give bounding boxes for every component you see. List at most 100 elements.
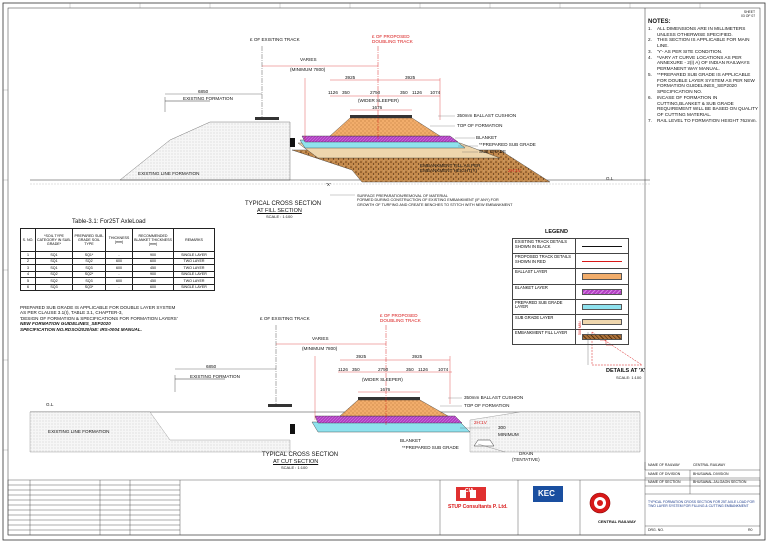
- legend-item: EXISTING TRACK DETAILS SHOWN IN BLACK: [512, 238, 629, 255]
- fill-varies: VARIES: [300, 57, 317, 62]
- fill-ballast-cushion: 350mm BALLAST CUSHION: [457, 113, 517, 118]
- cut-dim-1126: 1126: [338, 367, 348, 372]
- fill-cl-proposed: £ OF PROPOSED DOUBLING TRACK: [372, 34, 413, 45]
- railway-emblem: [589, 492, 611, 514]
- cut-tentative: (TENTATIVE): [512, 457, 540, 462]
- table31-note-line2: AS PER CLAUSE 3.1(I), TABLE 3.1, CHAPTER…: [20, 310, 123, 316]
- cut-dim-1676: 1676: [380, 387, 391, 392]
- notes-title: NOTES:: [648, 19, 671, 25]
- tb-row-value-1: CENTRAL RAILWAY: [693, 463, 726, 467]
- table31-col-soil: *SOIL TYPE CATEGORY IN SUB-GRADE*: [35, 228, 73, 252]
- fill-dim-6850: 6850: [198, 89, 209, 94]
- cut-section-drawing: [29, 325, 641, 453]
- fill-dim-1126b: 1126: [412, 90, 422, 95]
- cut-dim-3925b: 3925: [412, 354, 423, 359]
- legend-label: BALLAST LAYER: [513, 269, 576, 284]
- consultant-name: STUP Consultants P. Ltd.: [448, 504, 508, 510]
- cut-top-of-formation: TOP OF FORMATION: [464, 403, 510, 408]
- fill-cl-existing: £ OF EXISTING TRACK: [250, 37, 300, 42]
- table-cell: 600: [132, 283, 174, 291]
- legend-swatch-existing: [576, 239, 628, 253]
- fill-subtitle: AT FILL SECTION: [257, 208, 302, 214]
- fill-blanket: BLANKET: [476, 135, 497, 140]
- detail-x-scale: SCALE: 1:100: [616, 375, 642, 380]
- note-item: 1.ALL DIMENSIONS ARE IN MILLIMETERS UNLE…: [648, 26, 746, 37]
- sheet-label: SHEET: [743, 10, 756, 14]
- cut-cl-proposed-line2: DOUBLING TRACK: [380, 318, 421, 324]
- legend-swatch-subgrade: [576, 315, 628, 329]
- cut-existing-line-formation: EXISTING LINE FORMATION: [48, 429, 110, 434]
- cut-gl: G.L: [46, 402, 54, 407]
- legend-title: LEGEND: [545, 229, 568, 235]
- fill-varies-min: (MINIMUM 7800): [290, 67, 326, 72]
- cut-varies: VARIES: [312, 336, 329, 341]
- cut-dim-3925a: 3925: [356, 354, 367, 359]
- fill-embankment-line2: EMBANKMENT HEIGHT(Y): [420, 168, 478, 174]
- legend-swatch-embankment: [576, 330, 628, 344]
- fill-dim-1676: 1676: [372, 105, 383, 110]
- tb-row-value-2: BHUSAWAL DIVISION: [693, 472, 729, 476]
- tb-row-label-2: NAME OF DIVISION: [648, 472, 681, 476]
- table31-col-thk: THICKNESS (mm): [105, 228, 133, 252]
- cut-cl-proposed: £ OF PROPOSED DOUBLING TRACK: [380, 313, 421, 324]
- kec-logo: [533, 486, 563, 502]
- note-item: 3.'Y'- AS PER SITE CONDITION.: [648, 48, 723, 54]
- fill-section-drawing: [30, 46, 650, 196]
- legend-label: SUB GRADE LAYER: [513, 314, 576, 330]
- table31-note-bold1: NEW FORMATION GUIDELINES_SEP2020: [20, 321, 111, 327]
- contractor-logo: KEC: [538, 489, 555, 498]
- drawing-no-label: DRG. NO.: [648, 528, 664, 532]
- table31-col-prep: PREPARED SUB-GRADE SOIL TYPE: [72, 228, 106, 252]
- cut-varies-min: (MINIMUM 7800): [302, 346, 338, 351]
- cut-dim-2750: 2750: [378, 367, 389, 372]
- fill-cl-proposed-line2: DOUBLING TRACK: [372, 39, 413, 45]
- cut-drain: DRAIN: [519, 451, 534, 456]
- table31-note-bold2: SPECIFICATION NO.RDSO/2020/GE: IRS-0004 …: [20, 326, 142, 332]
- table31-col-blanket: RECOMMENDED BLANKET THICKNESS (mm): [132, 228, 174, 252]
- note-item: 7.RAIL LEVEL TO FORMATION HEIGHT 762mm.: [648, 117, 757, 123]
- fill-x-mark: 'X': [326, 182, 331, 187]
- detail-x-title: DETAILS AT 'X': [606, 368, 646, 374]
- cut-title: TYPICAL CROSS SECTION: [262, 452, 339, 458]
- fill-dim-350b: 350: [400, 90, 408, 95]
- fill-dim-350a: 350: [342, 90, 350, 95]
- drawing-title: TYPICAL FORMATION CROSS SECTION FOR 25T …: [648, 500, 755, 509]
- note-item: 2.THIS SECTION IS APPLICABLE FOR MAIN LI…: [648, 37, 750, 49]
- fill-dim-2750: 2750: [370, 90, 381, 95]
- legend-swatch-ballast: [576, 269, 628, 283]
- fill-top-of-formation: TOP OF FORMATION: [457, 123, 503, 128]
- fill-gl: G.L: [606, 176, 614, 181]
- table31-note: PREPARED SUB GRADE IS APPLICABLE FOR DOU…: [20, 305, 178, 332]
- table31: S. NO. *SOIL TYPE CATEGORY IN SUB-GRADE*…: [20, 228, 215, 291]
- note-item: 4.*VARY AT CURVE LOCATIONS AS PER ANNEXU…: [648, 54, 750, 72]
- cut-cl-existing: £ OF EXISTING TRACK: [260, 316, 310, 321]
- cut-existing-formation: EXISTING FORMATION: [190, 374, 240, 379]
- stup-logo-text: CIA: [465, 488, 474, 494]
- notes-list: 1.ALL DIMENSIONS ARE IN MILLIMETERS UNLE…: [648, 26, 760, 123]
- cut-prepared-subgrade: **PREPARED SUB GRADE: [402, 445, 459, 450]
- legend-label: PREPARED SUB GRADE LAYER: [513, 299, 576, 314]
- cut-slope: 2H:1V: [474, 420, 487, 425]
- table31-note-line3: 'DESIGN OF FORMATION & SPECIFICATIONS FO…: [20, 315, 178, 321]
- cut-dim-350b: 350: [406, 367, 414, 372]
- cut-subtitle: AT CUT SECTION: [273, 459, 319, 465]
- detail-x-dim: 500 MIN: [578, 321, 582, 335]
- fill-existing-formation: EXISTING FORMATION: [183, 96, 233, 101]
- drawing-rev: R0: [748, 528, 753, 532]
- cut-dim-1126b: 1126: [418, 367, 428, 372]
- fill-wider-sleeper: (WIDER SLEEPER): [358, 98, 399, 103]
- fill-existing-line-formation: EXISTING LINE FORMATION: [138, 171, 200, 176]
- legend-item: PROPOSED TRACK DETAILS SHOWN IN RED: [512, 254, 629, 270]
- table31-col-sno: S. NO.: [20, 228, 36, 252]
- fill-prepared-subgrade: **PREPARED SUB GRADE: [479, 142, 536, 147]
- cut-dim-6850: 6850: [206, 364, 217, 369]
- table31-col-remarks: REMARKS: [173, 228, 215, 252]
- fill-title: TYPICAL CROSS SECTION: [245, 201, 322, 207]
- fill-dim-3925a: 3925: [345, 75, 356, 80]
- table31-note-line1: PREPARED SUB GRADE IS APPLICABLE FOR DOU…: [20, 305, 176, 310]
- legend-swatch-proposed: [576, 254, 628, 268]
- fill-prep-note-line1: SURFACE PREPARATION/REMOVAL OF MATERIAL: [357, 194, 448, 198]
